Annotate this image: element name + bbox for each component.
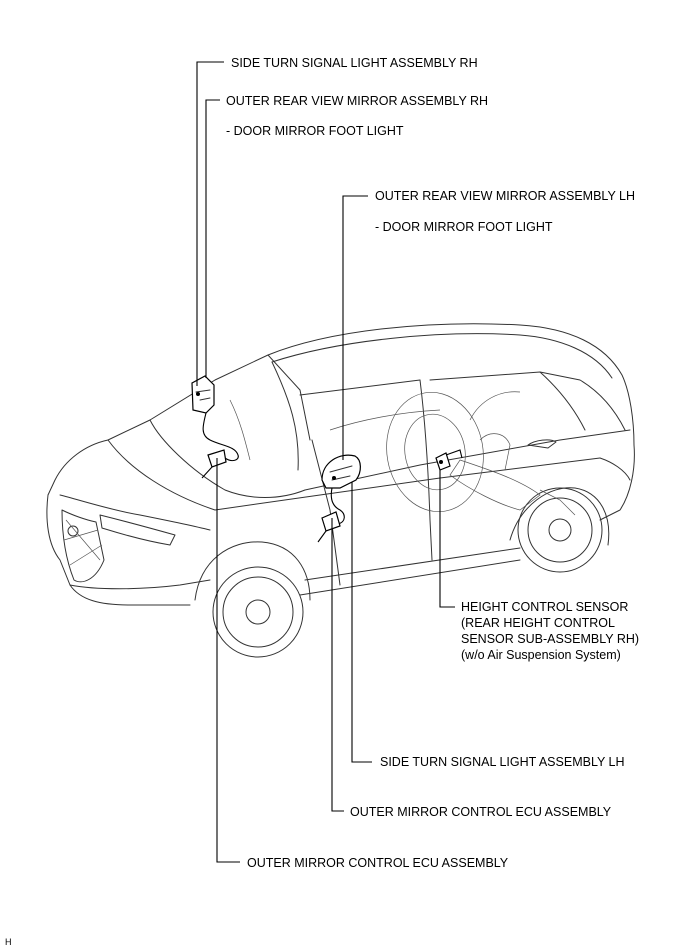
corner-mark: H [5,937,12,947]
height-sensor-line-3: SENSOR SUB-ASSEMBLY RH) [461,632,640,646]
leader-lines [196,61,455,863]
label-side-turn-signal-lh: SIDE TURN SIGNAL LIGHT ASSEMBLY LH [380,755,625,769]
label-side-turn-signal-rh: SIDE TURN SIGNAL LIGHT ASSEMBLY RH [231,56,478,70]
lh-mirror-part [321,454,361,489]
label-foot-light-lh: - DOOR MIRROR FOOT LIGHT [375,220,553,234]
height-sensor-line-2: (REAR HEIGHT CONTROL [461,616,615,630]
label-foot-light-rh: - DOOR MIRROR FOOT LIGHT [226,124,404,138]
height-sensor-part [435,449,463,471]
label-ecu-rh: OUTER MIRROR CONTROL ECU ASSEMBLY [247,856,509,870]
car-outline [46,323,635,658]
label-height-control-sensor: HEIGHT CONTROL SENSOR (REAR HEIGHT CONTR… [461,599,639,663]
height-sensor-line-1: HEIGHT CONTROL SENSOR [461,600,629,614]
label-outer-mirror-lh: OUTER REAR VIEW MIRROR ASSEMBLY LH [375,189,636,203]
label-ecu-lh: OUTER MIRROR CONTROL ECU ASSEMBLY [350,805,612,819]
lh-harness [317,487,345,543]
rh-mirror-part [191,375,215,414]
height-sensor-line-4: (w/o Air Suspension System) [461,648,621,662]
rh-harness [201,412,239,479]
label-outer-mirror-rh: OUTER REAR VIEW MIRROR ASSEMBLY RH [226,94,489,108]
